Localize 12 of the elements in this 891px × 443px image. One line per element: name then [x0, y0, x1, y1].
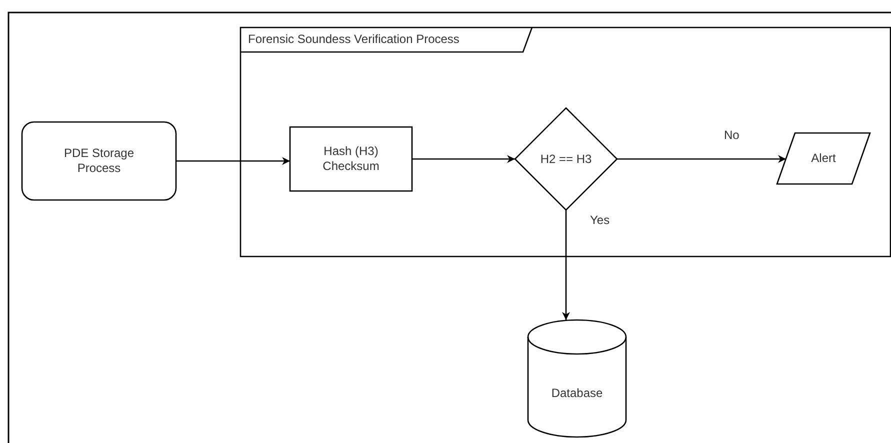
node-label: H2 == H3	[540, 152, 592, 166]
node-label: PDE Storage Process	[62, 146, 136, 176]
arrow	[617, 155, 786, 163]
arrow	[412, 155, 515, 163]
arrow	[176, 157, 290, 165]
frame-title: Forensic Soundess Verification Process	[248, 32, 460, 47]
arrow	[562, 210, 570, 320]
node-label: Alert	[811, 151, 836, 166]
node-label: Database	[551, 386, 603, 401]
edge-label: No	[722, 128, 742, 142]
node-label: Hash (H3) Checksum	[322, 144, 380, 174]
edge-label: Yes	[588, 213, 612, 227]
